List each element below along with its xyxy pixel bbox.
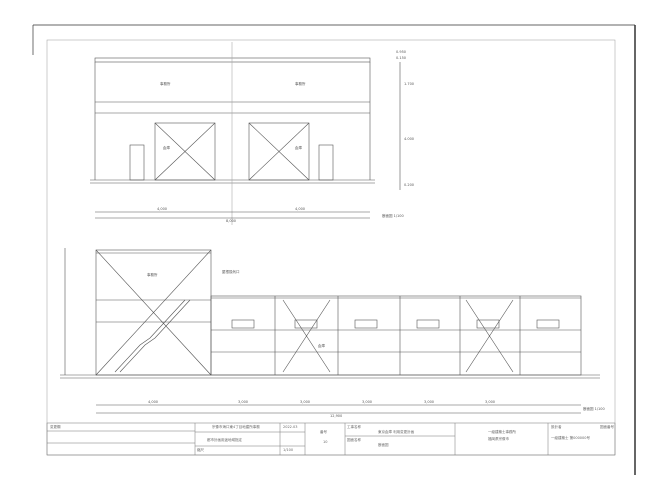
- height-dimension: 1.700: [404, 82, 414, 86]
- firm-address: 福岡県宗像市: [488, 437, 509, 441]
- firm-name: 一級建築士事務所: [488, 430, 516, 434]
- dimension: 4,000: [148, 400, 158, 404]
- scale-value: 1/100: [283, 448, 294, 452]
- room-label: 事務所: [295, 81, 306, 86]
- drawing-caption: 断面図 1/100: [583, 406, 605, 411]
- dimension: 3,000: [485, 400, 495, 404]
- drawing-caption: 断面図 1/100: [382, 213, 404, 218]
- height-dimension: 0.150: [396, 56, 406, 60]
- room-label: 倉庫: [318, 343, 326, 348]
- project-name: 宗像市海口東4丁目地建所事務: [212, 425, 260, 429]
- designer-label: 設計者: [551, 425, 562, 429]
- room-label: 事務所: [160, 81, 171, 86]
- dimension: 4,000: [157, 207, 167, 211]
- project-title: 東京倉庫 利用変更計画: [378, 430, 415, 434]
- drawing-title-label: 図面名称: [347, 438, 361, 442]
- title-block: [46, 422, 616, 456]
- dimension: 3,000: [238, 400, 248, 404]
- sheet-number-label: 番号: [320, 430, 327, 434]
- dimension: 3,000: [300, 400, 310, 404]
- height-dimension: 0.950: [396, 50, 406, 54]
- bay-label: 倉庫: [163, 145, 170, 150]
- room-label: 事務所: [147, 272, 158, 277]
- callout-label: 屋根換気口: [222, 269, 240, 274]
- sheet-number: 10: [323, 440, 328, 444]
- name-label: 工事名称: [347, 425, 361, 429]
- dimension: 12,900: [330, 414, 342, 418]
- dimension: 3,000: [362, 400, 372, 404]
- project-sub: 都市計画用途地域指定: [207, 438, 242, 442]
- height-dimension: 4.000: [404, 137, 414, 141]
- top-elevation: [90, 42, 401, 225]
- drawing-number-stamp: 図面番号: [600, 425, 614, 429]
- drawing-title: 断面図: [378, 443, 389, 447]
- dimension: 3,000: [424, 400, 434, 404]
- dimension: 4,000: [295, 207, 305, 211]
- date-value: 2022.03: [283, 425, 298, 429]
- designer-name: 一級建築士 第000000号: [551, 436, 590, 440]
- dimension: 8,000: [226, 219, 236, 223]
- scale-label: 縮尺: [197, 448, 204, 452]
- height-dimension: 0.200: [404, 183, 414, 187]
- bottom-elevation: [60, 248, 600, 414]
- revision-label: 変更欄: [50, 425, 61, 429]
- bay-label: 倉庫: [295, 145, 303, 150]
